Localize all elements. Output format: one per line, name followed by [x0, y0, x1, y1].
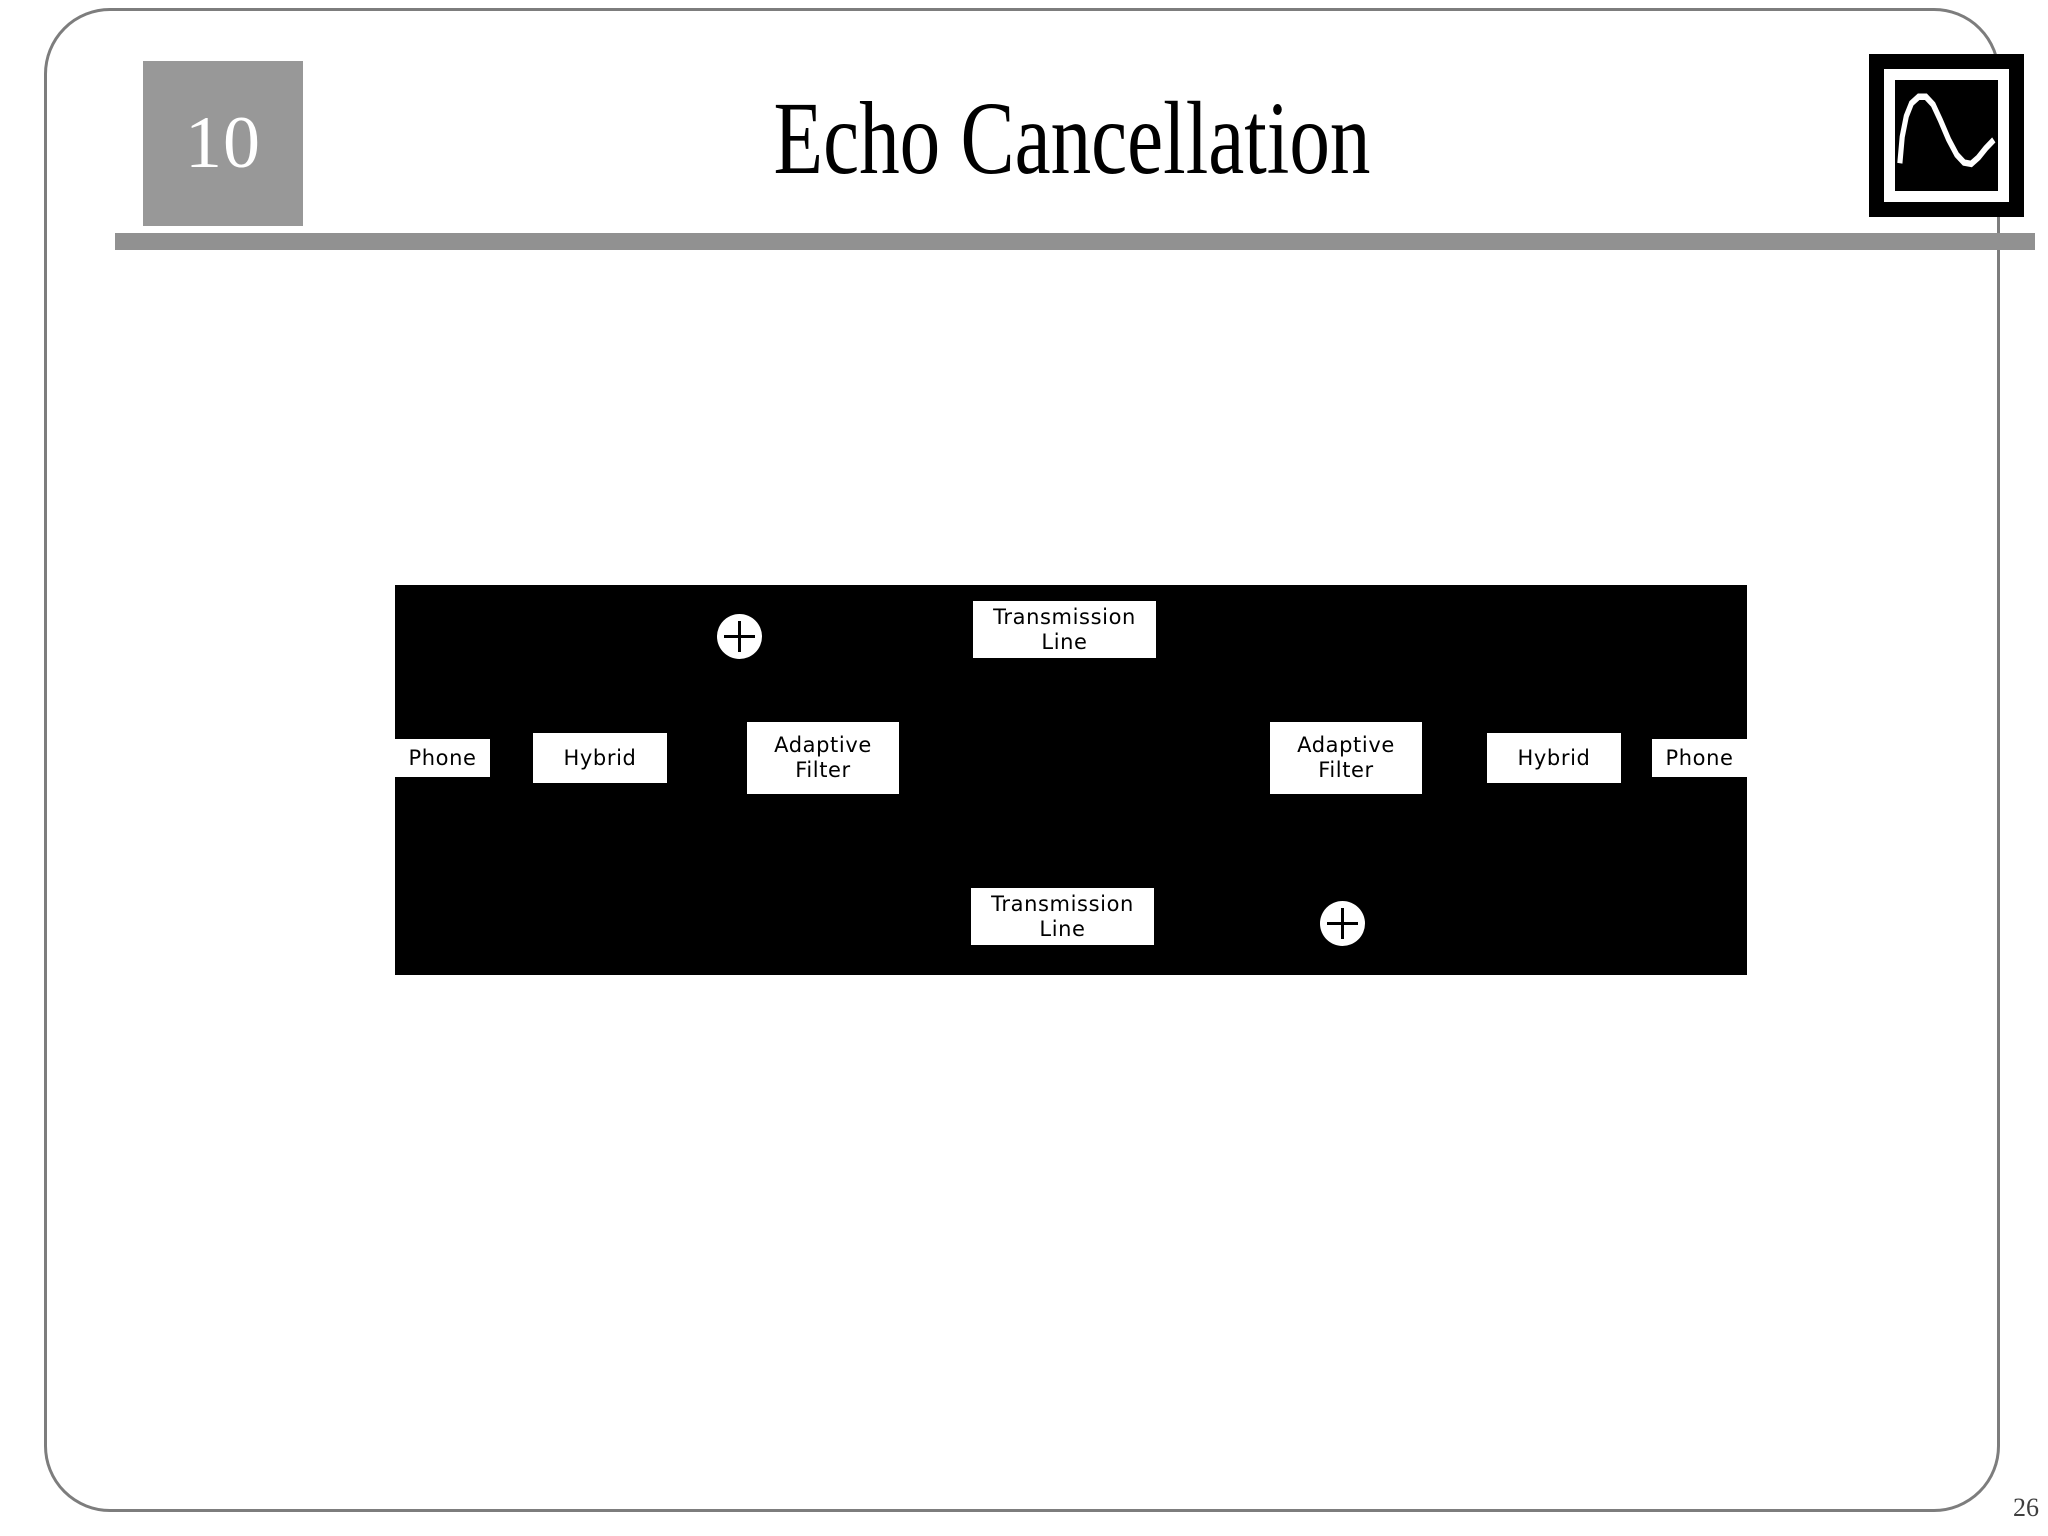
block-adaptive-filter-right: Adaptive Filter — [1270, 722, 1422, 794]
block-label: Hybrid — [563, 745, 637, 770]
waveform-curve-icon — [1897, 93, 1996, 168]
logo-inner-border — [1884, 69, 2009, 202]
block-hybrid-left: Hybrid — [533, 733, 667, 783]
block-label: Phone — [1665, 745, 1734, 770]
block-phone-left: Phone — [395, 739, 490, 777]
block-label: Hybrid — [1517, 745, 1591, 770]
block-transmission-line-bottom: Transmission Line — [971, 888, 1154, 945]
block-label: Adaptive Filter — [1297, 733, 1395, 782]
page-number: 26 — [2013, 1493, 2039, 1522]
block-label: Transmission Line — [993, 604, 1136, 654]
header-divider — [115, 233, 2035, 250]
echo-cancellation-block-diagram: Transmission Line Phone Hybrid Adaptive … — [395, 585, 1747, 975]
adder-bottom — [1320, 901, 1365, 946]
page-title: Echo Cancellation — [773, 81, 1371, 196]
slide-number-badge: 10 — [143, 61, 303, 226]
block-hybrid-right: Hybrid — [1487, 733, 1621, 783]
block-adaptive-filter-left: Adaptive Filter — [747, 722, 899, 794]
slide-frame: 10 Echo Cancellation Transmission Line P… — [44, 8, 2039, 1522]
waveform-logo — [1869, 54, 2024, 217]
block-phone-right: Phone — [1652, 739, 1747, 777]
block-label: Transmission Line — [991, 891, 1134, 941]
block-label: Adaptive Filter — [774, 733, 872, 782]
block-transmission-line-top: Transmission Line — [973, 601, 1156, 658]
logo-screen — [1895, 80, 1998, 191]
adder-top — [717, 614, 762, 659]
block-label: Phone — [408, 745, 477, 770]
